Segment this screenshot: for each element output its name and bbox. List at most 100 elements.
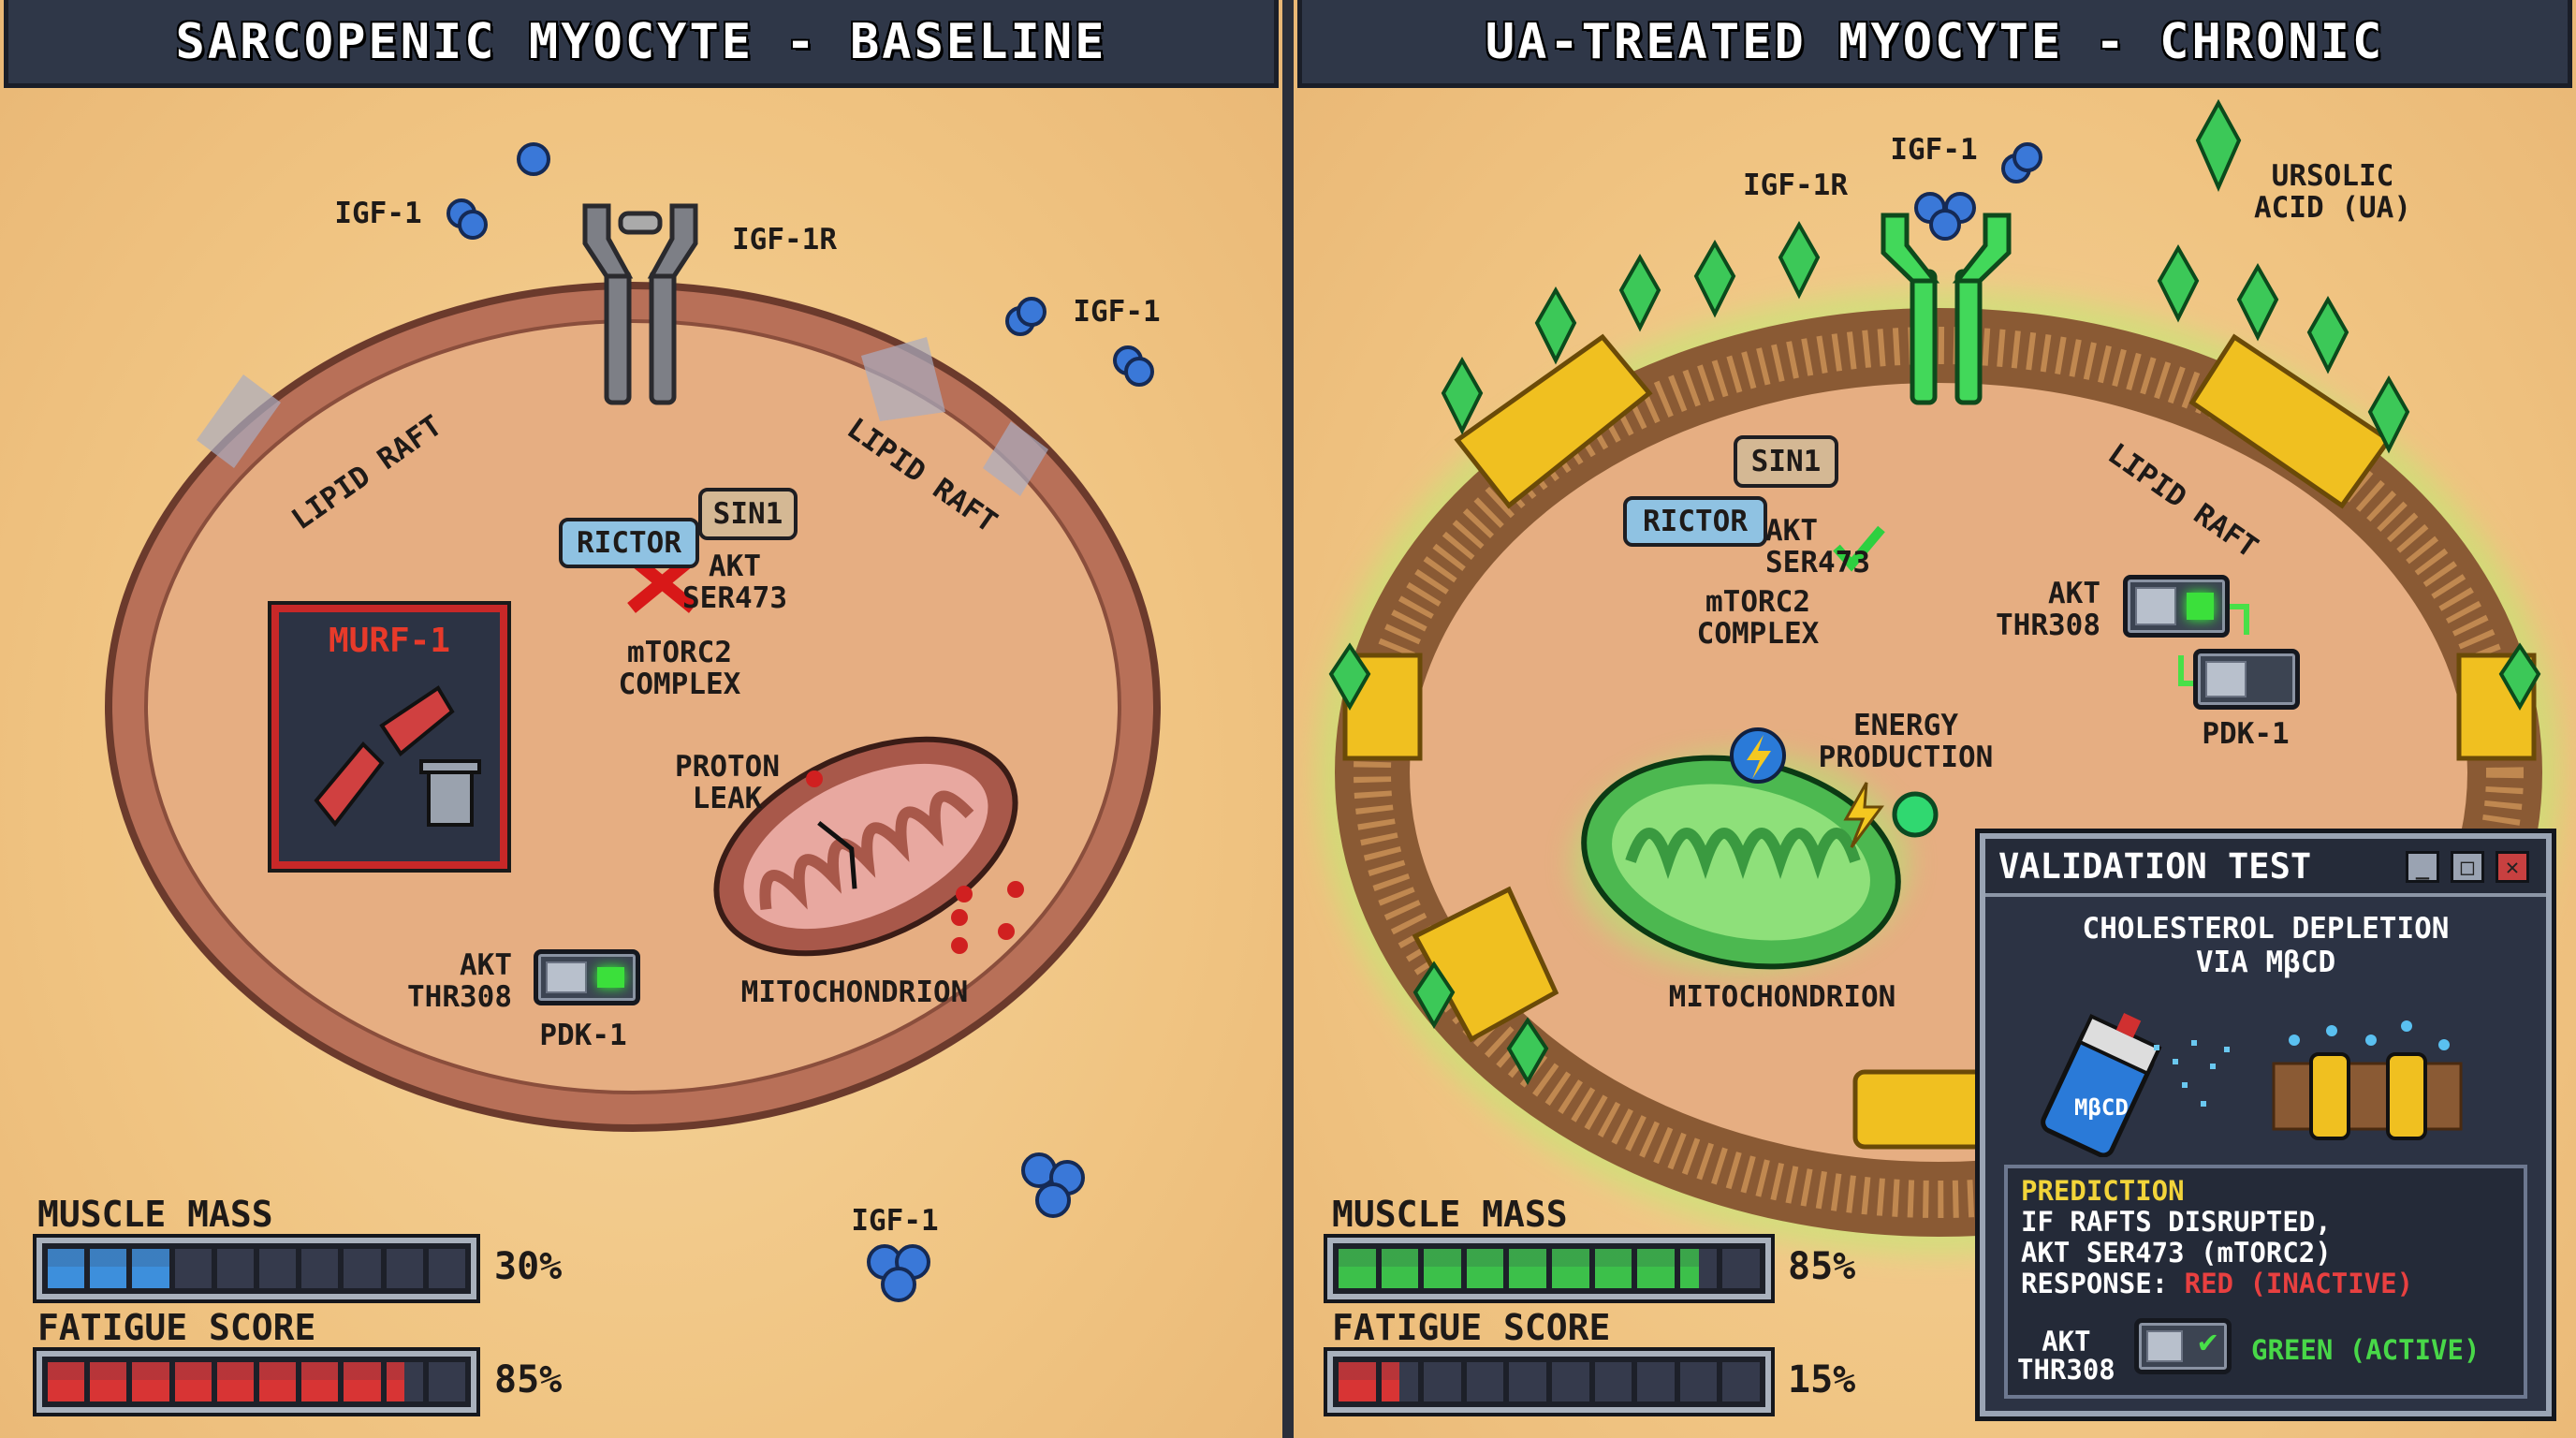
muscle-mass-label: MUSCLE MASS: [37, 1194, 273, 1235]
fatigue-score-label: FATIGUE SCORE: [37, 1307, 316, 1348]
igf-1-label: IGF-1: [851, 1204, 939, 1238]
prediction-heading: PREDICTION: [2021, 1175, 2185, 1207]
fatigue-score-value: 15%: [1788, 1358, 1856, 1401]
healthy-mitochondrion-icon: [1573, 752, 1910, 973]
close-button[interactable]: ✕: [2496, 851, 2529, 883]
prediction-box: PREDICTION IF RAFTS DISRUPTED, AKT SER47…: [2004, 1165, 2527, 1399]
active-check-icon: [1833, 525, 1885, 572]
pdk1-link-lines: [2178, 604, 2249, 686]
bar-segment-fill: [344, 1362, 381, 1401]
inactive-x-icon: [627, 552, 697, 613]
bar-segment: [301, 1362, 339, 1401]
bar-segment: [1551, 1249, 1589, 1288]
bar-segment-fill: [216, 1362, 255, 1401]
baseline-panel-title: SARCOPENIC MYOCYTE - BASELINE: [4, 0, 1279, 88]
bar-segment: [174, 1249, 212, 1288]
bar-segment: [1466, 1249, 1504, 1288]
bar-segment-fill: [132, 1362, 169, 1401]
murf-1-label: MURF-1: [328, 622, 451, 660]
prediction-line: AKT SER473 (mTORC2): [2021, 1237, 2332, 1269]
bar-segment-fill: [301, 1362, 339, 1401]
muscle-mass-value: 85%: [1788, 1245, 1856, 1288]
degraded-muscle-icon: [314, 685, 481, 828]
bar-segment: [216, 1249, 255, 1288]
muscle-mass-bar: [1324, 1234, 1775, 1303]
igf-1r-label: IGF-1R: [1743, 169, 1848, 202]
minimize-button[interactable]: _: [2406, 851, 2439, 883]
bar-segment: [259, 1249, 297, 1288]
proton-leak-dots: [806, 770, 1024, 954]
bar-segment: [1637, 1249, 1675, 1288]
bar-segment-fill: [48, 1249, 85, 1288]
lightning-bolt-icon: [1843, 782, 1884, 848]
sin1-protein: SIN1: [1734, 435, 1838, 488]
check-icon: ✔: [2198, 1323, 2217, 1360]
prediction-line: IF RAFTS DISRUPTED,: [2021, 1206, 2332, 1238]
bar-segment: [1722, 1249, 1760, 1288]
bar-segment: [1594, 1362, 1632, 1401]
igf-1-ligand-icon: [1914, 142, 2042, 241]
baseline-cell-illustration: [105, 142, 1161, 1302]
spray-can-icon: [2041, 1013, 2162, 1157]
igf-1r-receptor-icon: [582, 203, 698, 405]
bar-segment-fill: [1381, 1362, 1400, 1401]
bar-segment: [344, 1249, 381, 1288]
bar-segment-fill: [1339, 1249, 1376, 1288]
bar-segment: [428, 1362, 466, 1401]
akt-thr308-toggle-on[interactable]: [2123, 575, 2230, 638]
bar-segment: [1339, 1249, 1376, 1288]
muscle-mass-bar: [33, 1234, 480, 1303]
close-icon: ✕: [2505, 854, 2520, 880]
atp-orb-icon: [1892, 791, 1939, 838]
prediction-response: RESPONSE: RED (INACTIVE): [2021, 1268, 2414, 1299]
treated-panel-title: UA-TREATED MYOCYTE - CHRONIC: [1297, 0, 2572, 88]
thr308-status: GREEN (ACTIVE): [2251, 1334, 2481, 1366]
bar-segment-fill: [1381, 1249, 1419, 1288]
bar-segment-fill: [1466, 1249, 1504, 1288]
bar-segment: [259, 1362, 297, 1401]
bar-segment: [1424, 1362, 1461, 1401]
damaged-mitochondrion-icon: [713, 736, 1018, 957]
akt-thr308-toggle-active[interactable]: ✔: [2134, 1318, 2232, 1374]
akt-thr308-toggle-on[interactable]: [534, 949, 640, 1005]
fatigue-score-label: FATIGUE SCORE: [1332, 1307, 1611, 1348]
bar-segment: [1594, 1249, 1632, 1288]
igf-1-label: IGF-1: [1890, 133, 1978, 167]
igf-1-label: IGF-1: [334, 197, 422, 230]
maximize-icon: □: [2460, 854, 2475, 880]
bar-segment: [1509, 1249, 1546, 1288]
bar-segment: [1637, 1362, 1675, 1401]
bar-segment-fill: [1637, 1249, 1675, 1288]
maximize-button[interactable]: □: [2451, 851, 2484, 883]
mitochondrion-label: MITOCHONDRION: [740, 976, 969, 1009]
bar-segment: [1381, 1362, 1419, 1401]
rictor-protein: RICTOR: [559, 518, 699, 568]
bar-segment: [90, 1249, 127, 1288]
bar-segment: [1466, 1362, 1504, 1401]
bar-segment-fill: [1424, 1249, 1461, 1288]
spray-particles: [2154, 1040, 2230, 1107]
panel-divider: [1282, 0, 1294, 1438]
can-label: MβCD: [2074, 1094, 2129, 1121]
pdk-1-toggle-off[interactable]: [2193, 649, 2300, 710]
bar-segment: [1424, 1249, 1461, 1288]
bar-segment-fill: [386, 1362, 405, 1401]
bar-segment: [428, 1249, 466, 1288]
muscle-mass-value: 30%: [494, 1245, 563, 1288]
bar-segment-fill: [1509, 1249, 1546, 1288]
bar-segment: [1509, 1362, 1546, 1401]
rictor-protein: RICTOR: [1623, 496, 1767, 547]
bar-segment: [132, 1362, 169, 1401]
bar-segment: [1679, 1362, 1718, 1401]
